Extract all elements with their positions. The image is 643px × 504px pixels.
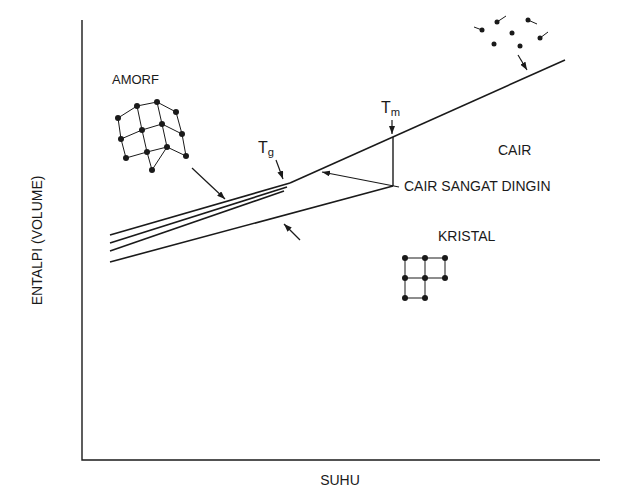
- amorphous-atom: [183, 153, 189, 159]
- liquid-molecule: [510, 31, 515, 36]
- amorphous-atom: [115, 115, 121, 121]
- liquid-molecule: [518, 44, 523, 49]
- amorphous-atom: [159, 121, 165, 127]
- plot-axes: [82, 20, 600, 460]
- amorphous-bond: [126, 152, 147, 158]
- amorphous-bond: [137, 102, 157, 106]
- glass-line: [110, 183, 290, 235]
- axis-label: ENTALPI (VOLUME): [30, 175, 47, 305]
- amorphous-bond: [121, 130, 142, 139]
- amorphous-bond: [167, 147, 186, 156]
- amorphous-bond: [162, 124, 182, 134]
- crystal-atom: [422, 295, 428, 301]
- amorphous-atom: [144, 149, 150, 155]
- amorphous-bond: [142, 130, 147, 152]
- molecule-motion: [528, 20, 537, 24]
- crystal-atom: [402, 255, 408, 261]
- crystal-atom: [402, 275, 408, 281]
- amorphous-bond: [157, 102, 176, 112]
- amorphous-atom: [123, 155, 129, 161]
- crystal-atom: [442, 275, 448, 281]
- molecule-motion: [540, 32, 548, 38]
- crystal-atom: [422, 275, 428, 281]
- amorphous-bond: [118, 118, 121, 139]
- glass-line: [110, 187, 287, 243]
- molecule-motion: [497, 16, 506, 22]
- liquid-molecule: [492, 42, 497, 47]
- crystal-atom: [402, 295, 408, 301]
- amorphous-bond: [142, 124, 162, 130]
- crystal-line: [110, 186, 393, 262]
- crystal-pointer: [284, 224, 300, 240]
- amorphous-atom: [134, 103, 140, 109]
- amorphous-atom: [118, 136, 124, 142]
- axis-label: SUHU: [320, 472, 360, 489]
- amorphous-bond: [176, 112, 182, 134]
- molecule-motion: [474, 27, 482, 30]
- tg-pointer: [276, 160, 283, 179]
- amorphous-bond: [162, 124, 167, 147]
- amorphous-bond: [137, 106, 142, 130]
- temperature-label: Tm: [381, 98, 400, 120]
- phase-label: AMORF: [112, 72, 159, 88]
- crystal-atom: [422, 255, 428, 261]
- liquid-pointer: [518, 55, 527, 70]
- amorphous-pointer: [192, 168, 225, 199]
- amorphous-atom: [164, 144, 170, 150]
- amorphous-atom: [139, 127, 145, 133]
- phase-label: CAIR: [498, 142, 531, 159]
- amorphous-bond: [118, 106, 137, 118]
- amorphous-atom: [179, 131, 185, 137]
- amorphous-bond: [182, 134, 186, 156]
- supercooled-pointer: [322, 172, 399, 187]
- temperature-label: Tg: [258, 138, 274, 160]
- amorphous-bond: [152, 147, 167, 170]
- tm-pointer: [391, 120, 392, 134]
- amorphous-atom: [154, 99, 160, 105]
- amorphous-atom: [149, 167, 155, 173]
- melting-line: [392, 137, 393, 186]
- amorphous-bond: [157, 102, 162, 124]
- phase-label: KRISTAL: [438, 228, 495, 245]
- amorphous-atom: [173, 109, 179, 115]
- crystal-atom: [442, 255, 448, 261]
- phase-label: CAIR SANGAT DINGIN: [404, 178, 551, 195]
- liquid-line: [290, 60, 565, 183]
- glass-line: [110, 191, 284, 251]
